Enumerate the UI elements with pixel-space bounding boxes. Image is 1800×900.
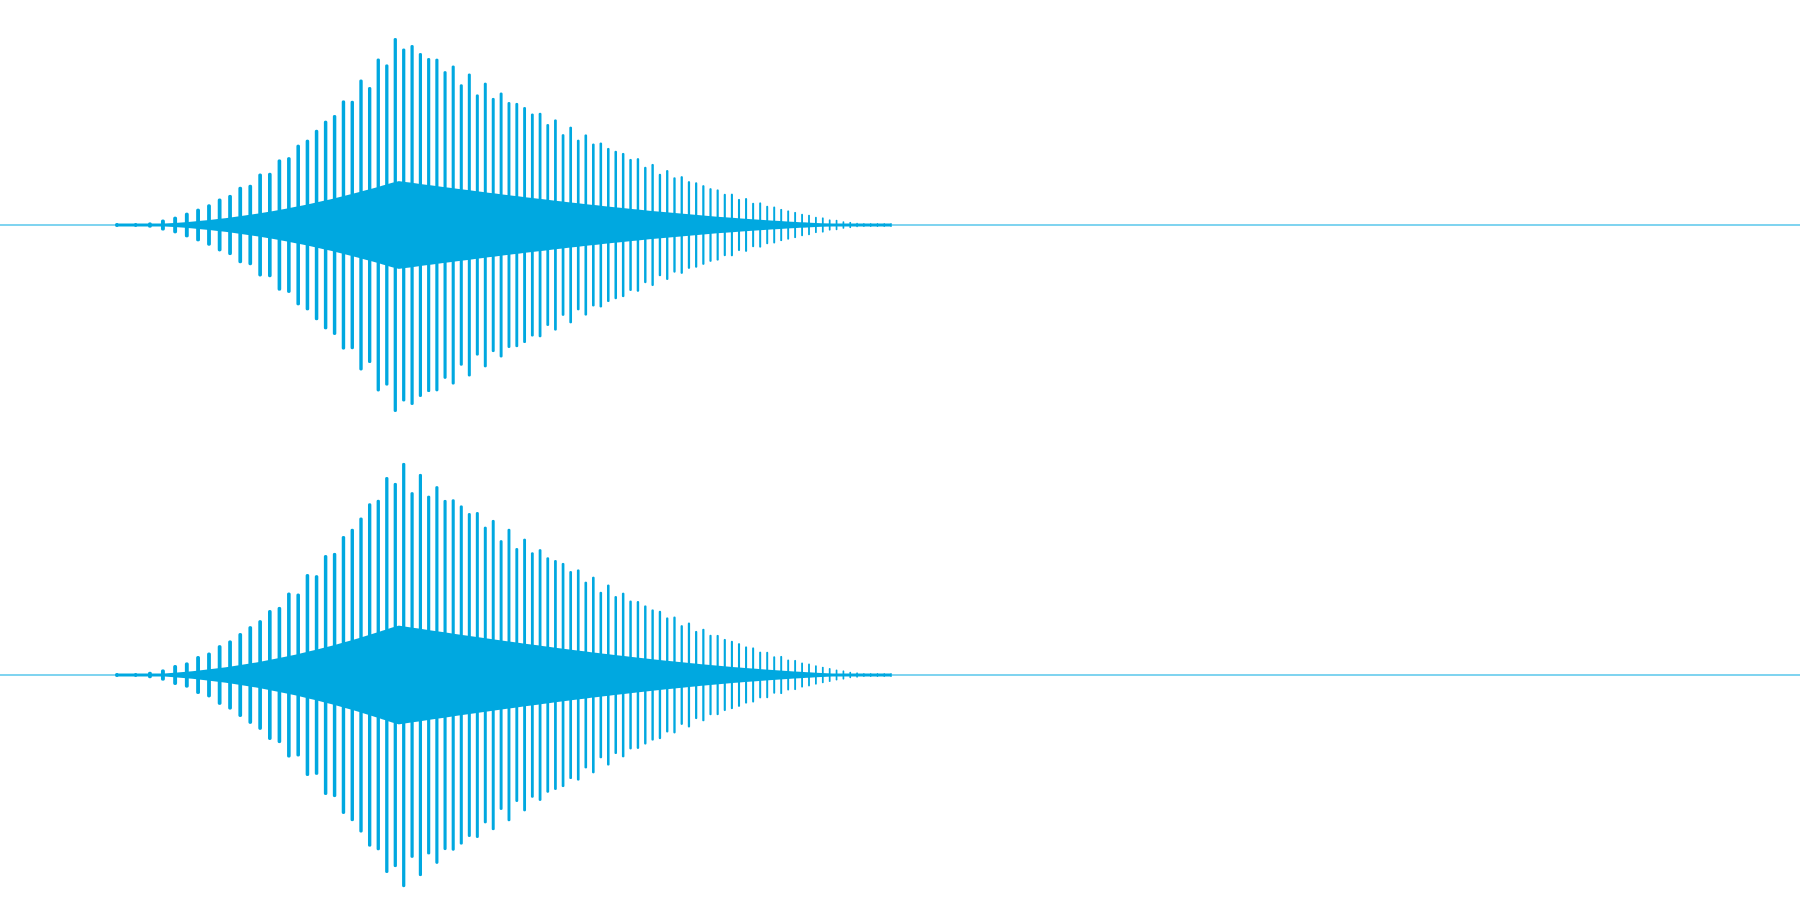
waveform-channel-1 (0, 37, 1800, 413)
waveform-channel-2 (0, 462, 1800, 888)
waveform-body (117, 625, 891, 725)
waveform-body (117, 181, 891, 269)
